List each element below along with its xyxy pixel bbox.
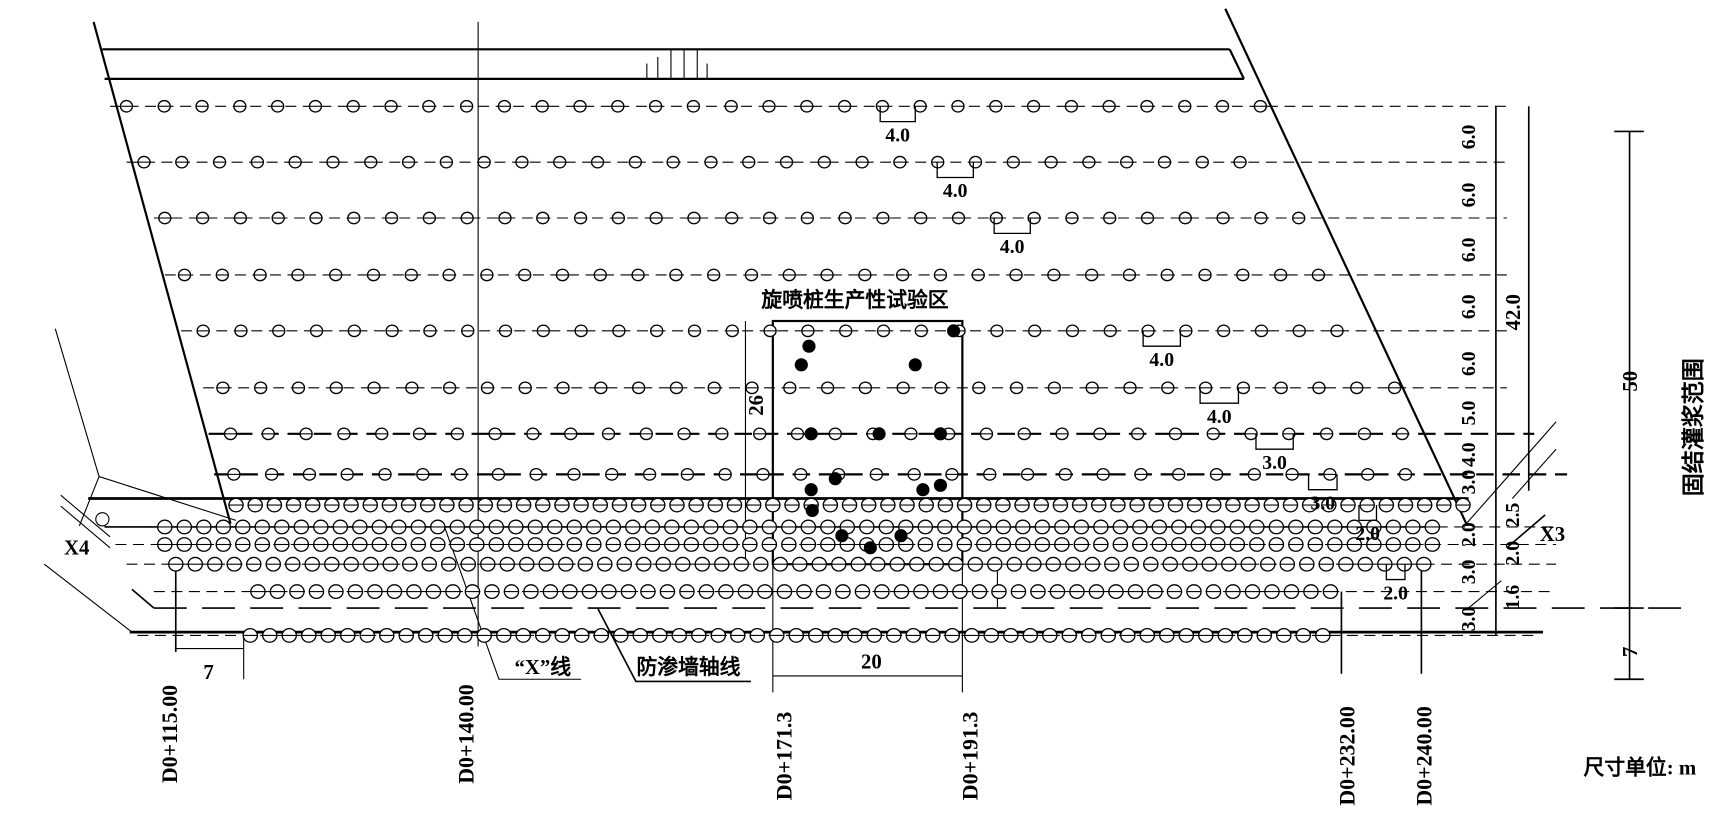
spacing-label: 4.0 xyxy=(1000,236,1025,258)
row-spacing-dim: 2.0 xyxy=(1458,522,1480,547)
spacing-bracket xyxy=(1199,387,1240,404)
row-spacing-dim: 1.6 xyxy=(1502,585,1524,610)
dim-7: 7 xyxy=(1618,647,1642,657)
spacing-bracket xyxy=(1385,564,1406,581)
x3-mark xyxy=(1465,421,1557,525)
x-line-leader xyxy=(443,525,582,680)
jet-grout-pile xyxy=(805,503,819,518)
row-spacing-dim: 3.0 xyxy=(1458,559,1480,584)
spacing-label: 2.0 xyxy=(1383,582,1408,604)
jet-grout-pile xyxy=(894,529,908,543)
spacing-label: 2.0 xyxy=(1355,523,1380,545)
row-spacing-dim: 6.0 xyxy=(1458,237,1480,262)
jet-grout-pile xyxy=(933,478,948,492)
point-x3: X3 xyxy=(1540,522,1565,546)
row-spacing-dim: 3.0 xyxy=(1458,607,1480,632)
jet-grout-pile xyxy=(828,472,842,486)
row-spacing-dim: 5.0 xyxy=(1458,401,1480,426)
spacing-bracket xyxy=(1142,330,1182,347)
station-label: D0+171.3 xyxy=(771,712,796,801)
row-spacing-dim: 6.0 xyxy=(1458,351,1480,376)
left-outline xyxy=(131,588,155,609)
dim-zone-height: 26 xyxy=(744,395,768,416)
grouting-range-label: 固结灌浆范围 xyxy=(1680,358,1706,496)
cutoff-wall-axis-label: 防渗墙轴线 xyxy=(636,655,740,679)
dim-left-7: 7 xyxy=(203,660,213,684)
jet-grout-pile xyxy=(947,324,961,338)
station-label: D0+232.00 xyxy=(1335,706,1360,806)
dim-50: 50 xyxy=(1618,371,1642,392)
station-label: D0+140.00 xyxy=(454,684,479,784)
spacing-bracket xyxy=(936,162,974,179)
x3-mark xyxy=(1506,514,1546,549)
unit-note: 尺寸单位: m xyxy=(1584,756,1697,780)
row-spacing-dim: 6.0 xyxy=(1458,183,1480,208)
row-spacing-dim: 2.5 xyxy=(1502,502,1524,527)
station-label: D0+240.00 xyxy=(1411,706,1436,806)
spacing-bracket xyxy=(1358,505,1378,522)
jet-grout-pile xyxy=(802,339,816,353)
left-slope xyxy=(92,21,232,524)
jet-grout-pile xyxy=(872,427,886,441)
dim-42: 42.0 xyxy=(1501,294,1525,330)
point-x4: X4 xyxy=(64,535,90,559)
spacing-bracket xyxy=(993,218,1031,235)
spacing-label: 4.0 xyxy=(943,180,968,202)
spacing-bracket xyxy=(1255,433,1294,450)
axis-leader xyxy=(596,607,751,683)
left-outline xyxy=(43,563,133,633)
jet-grout-pile xyxy=(835,529,849,543)
x-line-label: “X”线 xyxy=(514,655,571,679)
grout-hole xyxy=(95,512,110,527)
hatch-marks xyxy=(646,49,708,79)
jet-grout-pile xyxy=(908,358,922,372)
row-spacing-dim: 6.0 xyxy=(1458,294,1480,319)
station-label: D0+191.3 xyxy=(958,712,983,801)
jet-grout-pile xyxy=(916,483,930,497)
x4-mark xyxy=(60,494,111,538)
jet-grout-pile xyxy=(794,358,808,372)
spacing-label: 4.0 xyxy=(1207,406,1232,428)
row-spacing-dim: 6.0 xyxy=(1458,124,1480,149)
jet-grout-pile xyxy=(804,483,818,497)
right-slope xyxy=(1224,8,1468,525)
left-outline xyxy=(54,328,237,521)
spacing-bracket xyxy=(879,106,916,123)
x4-mark xyxy=(60,505,111,549)
station-label: D0+115.00 xyxy=(157,685,182,783)
jet-grout-pile xyxy=(804,427,818,441)
dim-zone-width: 20 xyxy=(861,649,882,673)
spacing-label: 4.0 xyxy=(885,124,910,146)
row-spacing-dim: 2.0 xyxy=(1502,541,1524,566)
spacing-label: 3.0 xyxy=(1262,452,1287,474)
x3-mark xyxy=(1468,580,1502,609)
spacing-bracket xyxy=(1307,474,1338,491)
row-spacing-dim: 4.0 xyxy=(1458,442,1480,467)
jet-grout-pile xyxy=(933,427,948,441)
jet-grout-pile xyxy=(863,541,877,555)
left-outline xyxy=(78,476,100,527)
test-zone-title: 旋喷桩生产性试验区 xyxy=(760,288,948,312)
spacing-label: 4.0 xyxy=(1149,349,1174,371)
spacing-label: 3.0 xyxy=(1310,492,1335,514)
row-spacing-dim: 3.0 xyxy=(1458,470,1480,495)
corner xyxy=(1228,48,1245,80)
